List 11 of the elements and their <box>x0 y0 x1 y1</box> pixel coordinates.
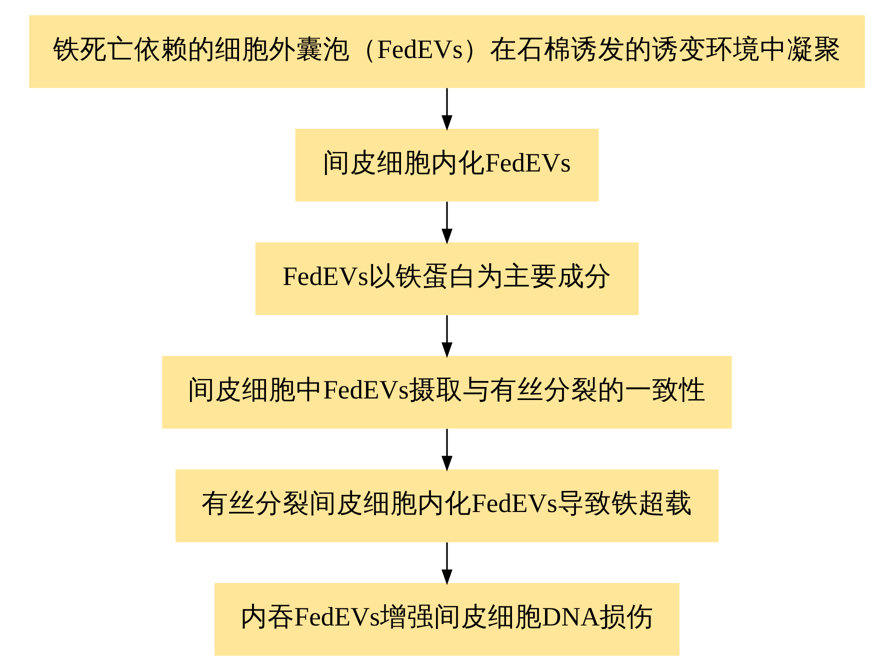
arrow <box>442 88 452 131</box>
node-box: 内吞FedEVs增强间皮细胞DNA损伤 <box>214 583 680 656</box>
node-box: 铁死亡依赖的细胞外囊泡（FedEVs）在石棉诱发的诱变环境中凝聚 <box>29 15 865 88</box>
node-box: 间皮细胞中FedEVs摄取与有丝分裂的一致性 <box>162 356 732 429</box>
arrow <box>442 428 452 472</box>
arrow <box>442 542 452 586</box>
arrow <box>442 315 452 358</box>
node-box: 间皮细胞内化FedEVs <box>295 128 599 202</box>
node-box: 有丝分裂间皮细胞内化FedEVs导致铁超载 <box>176 469 718 542</box>
node-box: FedEVs以铁蛋白为主要成分 <box>255 242 639 316</box>
arrow <box>442 202 452 244</box>
